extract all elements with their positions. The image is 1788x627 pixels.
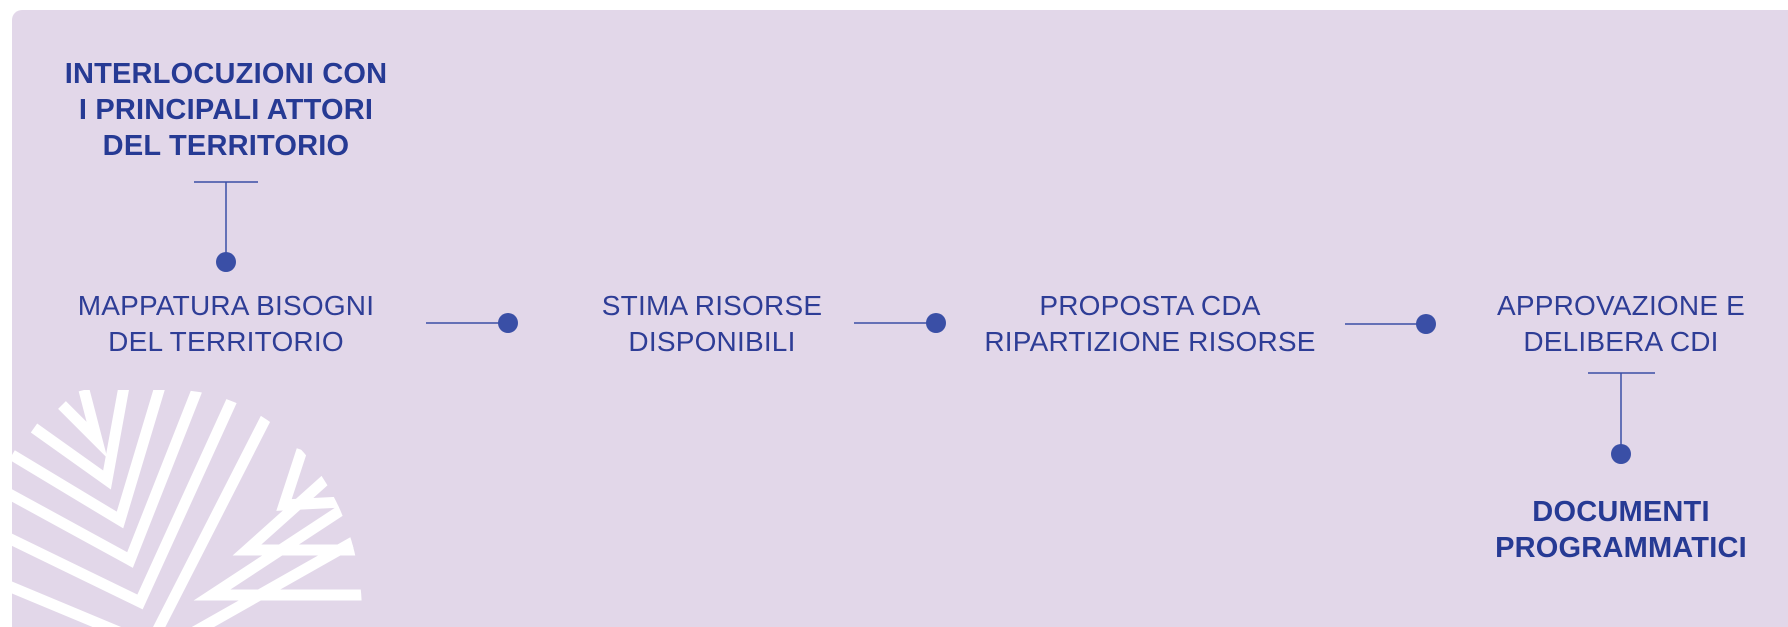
step-4-label: APPROVAZIONE E DELIBERA CDI bbox=[1444, 288, 1788, 360]
bottom-note-dot bbox=[1611, 444, 1631, 464]
step-4-line-1: APPROVAZIONE E bbox=[1496, 290, 1746, 321]
step-3-label: PROPOSTA CDA RIPARTIZIONE RISORSE bbox=[970, 288, 1330, 360]
connector-2-dot bbox=[926, 313, 946, 333]
bottom-note-line-2: PROGRAMMATICI bbox=[1495, 532, 1747, 564]
bottom-note-line-1: DOCUMENTI bbox=[1532, 496, 1710, 528]
step-3-line-2: RIPARTIZIONE RISORSE bbox=[984, 326, 1316, 357]
top-note-line-2: I PRINCIPALI ATTORI bbox=[78, 94, 374, 126]
decorative-stripes-pattern bbox=[12, 390, 363, 627]
diagram-panel: INTERLOCUZIONI CON I PRINCIPALI ATTORI D… bbox=[12, 10, 1788, 627]
step-2-line-2: DISPONIBILI bbox=[628, 326, 796, 357]
connector-1-dot bbox=[498, 313, 518, 333]
flow-connectors bbox=[194, 181, 1655, 464]
top-note-line-3: DEL TERRITORIO bbox=[102, 130, 350, 162]
step-3-line-1: PROPOSTA CDA bbox=[1039, 290, 1261, 321]
top-note-dot bbox=[216, 252, 236, 272]
bottom-note-label: DOCUMENTI PROGRAMMATICI bbox=[1456, 494, 1786, 566]
step-1-line-1: MAPPATURA BISOGNI bbox=[77, 290, 375, 321]
step-4-line-2: DELIBERA CDI bbox=[1523, 326, 1719, 357]
step-1-line-2: DEL TERRITORIO bbox=[108, 326, 344, 357]
step-1-label: MAPPATURA BISOGNI DEL TERRITORIO bbox=[46, 288, 406, 360]
step-2-label: STIMA RISORSE DISPONIBILI bbox=[552, 288, 872, 360]
connector-3-dot bbox=[1416, 314, 1436, 334]
step-2-line-1: STIMA RISORSE bbox=[601, 290, 823, 321]
top-note-line-1: INTERLOCUZIONI CON bbox=[64, 58, 388, 90]
top-note-label: INTERLOCUZIONI CON I PRINCIPALI ATTORI D… bbox=[56, 56, 396, 164]
